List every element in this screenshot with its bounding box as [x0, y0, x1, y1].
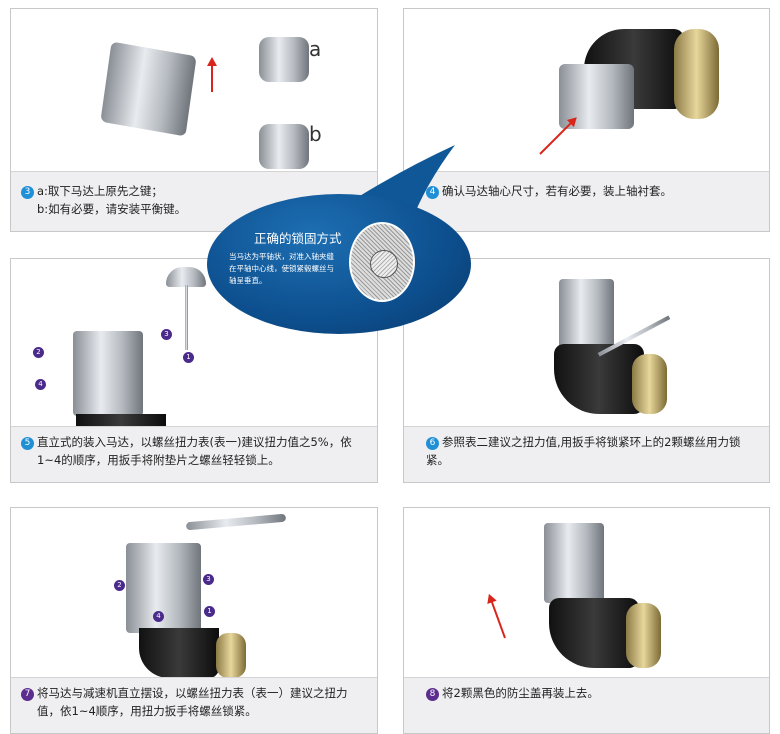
- caption-line: 参照表二建议之扭力值,用扳手将锁紧环上的2颗螺丝用力锁紧。: [426, 435, 741, 467]
- reducer-ring-image: [632, 354, 667, 414]
- caption-line: 确认马达轴心尺寸，若有必要，装上轴衬套。: [442, 184, 672, 198]
- wrench-shaft-image: [185, 285, 188, 350]
- wrench-handle-image: [166, 267, 206, 287]
- callout-text: 当马达为平轴状，对准入轴夹缝在平轴中心线，使锁紧毂螺丝与轴呈垂直。: [229, 252, 334, 285]
- pointer-arrow: [539, 121, 573, 155]
- step-number: 4: [426, 186, 439, 199]
- bolt-badge-1: 1: [183, 352, 194, 363]
- caption-line: 将2颗黑色的防尘盖再装上去。: [442, 686, 599, 700]
- bolt-badge-4: 4: [35, 379, 46, 390]
- bolt-badge-4: 4: [153, 611, 164, 622]
- step-number: 6: [426, 437, 439, 450]
- bolt-badge-2: 2: [114, 580, 125, 591]
- caption-line: 将马达与减速机直立摆设，以螺丝扭力表（表一）建议之扭力: [37, 686, 348, 700]
- bolt-badge-2: 2: [33, 347, 44, 358]
- cross-section-diagram: [349, 222, 415, 302]
- reducer-ring-image: [674, 29, 719, 119]
- caption-line: 直立式的装入马达，以螺丝扭力表(表一)建议扭力值之5%，依: [37, 435, 352, 449]
- label-b: b: [309, 122, 322, 146]
- reducer-ring-image: [216, 633, 246, 678]
- step-number: 3: [21, 186, 34, 199]
- reducer-image: [139, 628, 219, 678]
- callout-title: 正确的锁固方式: [254, 231, 342, 246]
- up-arrow: [207, 57, 217, 92]
- up-arrow: [490, 600, 506, 639]
- caption-line: 1~4的顺序，用扳手将附垫片之螺丝轻轻锁上。: [37, 453, 280, 467]
- motor-image: [544, 523, 604, 603]
- key-a-image: [259, 37, 309, 82]
- caption-line: a:取下马达上原先之键；: [37, 184, 163, 198]
- motor-image: [559, 279, 614, 349]
- motor-flange-image: [100, 41, 197, 137]
- step-number: 8: [426, 688, 439, 701]
- motor-image: [126, 543, 201, 633]
- step-number: 7: [21, 688, 34, 701]
- step-number: 5: [21, 437, 34, 450]
- bolt-badge-3: 3: [203, 574, 214, 585]
- caption-line: b:如有必要，请安装平衡键。: [37, 202, 187, 216]
- bolt-badge-1: 1: [204, 606, 215, 617]
- callout-bubble: 正确的锁固方式 当马达为平轴状，对准入轴夹缝在平轴中心线，使锁紧毂螺丝与轴呈垂直…: [207, 194, 471, 334]
- bolt-badge-3: 3: [161, 329, 172, 340]
- caption-line: 值，依1~4顺序，用扭力扳手将螺丝锁紧。: [37, 704, 257, 718]
- motor-image: [73, 331, 143, 416]
- label-a: a: [309, 37, 322, 61]
- torque-wrench-image: [185, 513, 287, 531]
- reducer-elbow-image: [549, 598, 639, 668]
- reducer-ring-image: [626, 603, 661, 668]
- key-b-image: [259, 124, 309, 169]
